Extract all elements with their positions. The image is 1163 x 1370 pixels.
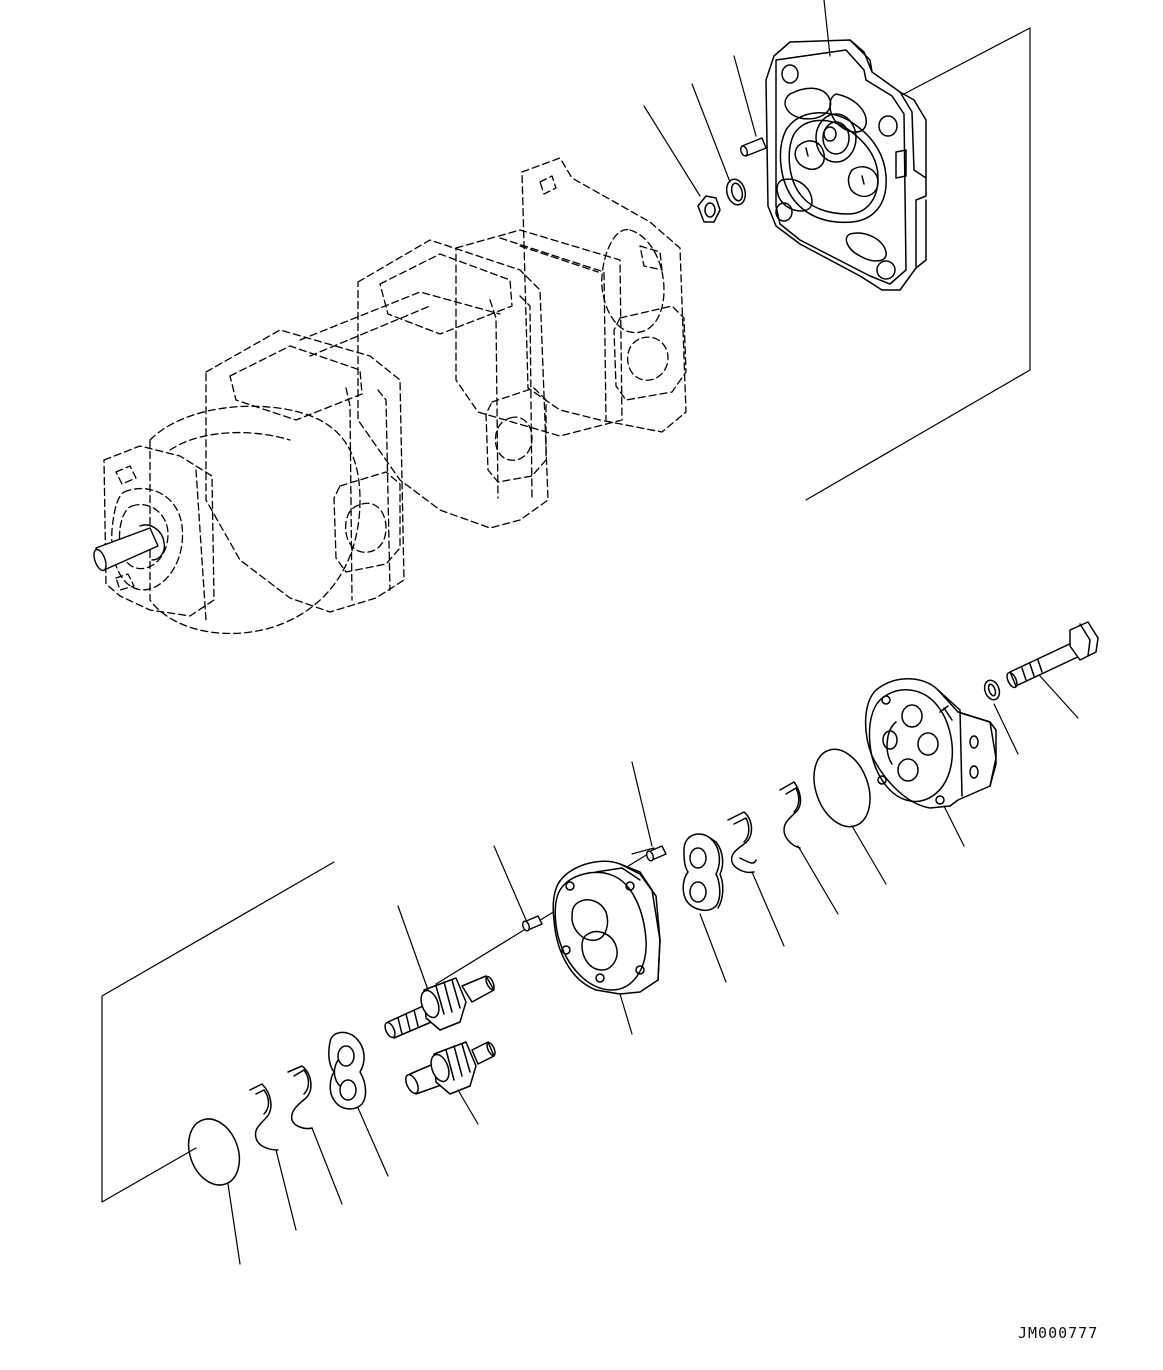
- seal-spring-right-2: [727, 811, 757, 874]
- gear-housing: [552, 860, 661, 995]
- o-ring-large-left: [187, 1118, 241, 1186]
- bolt: [1006, 621, 1099, 689]
- seal-spring-left-2: [249, 1083, 279, 1151]
- seal-spring-left-1: [287, 1065, 313, 1130]
- drive-gear-shaft: [384, 975, 495, 1039]
- rear-cover: [864, 678, 997, 809]
- dowel-pin-upper: [740, 137, 767, 157]
- drawing-code: JM000777: [1018, 1324, 1099, 1342]
- input-shaft: [93, 524, 166, 572]
- dowel-pin-lower-right: [646, 845, 667, 862]
- o-ring-upper: [725, 178, 747, 206]
- dowel-pin-lower-left: [522, 915, 543, 932]
- seal-spring-right-1: [779, 781, 802, 849]
- hex-nut-upper: [697, 195, 721, 223]
- leader-lines-lower: [227, 675, 1079, 1265]
- flange-plate: [765, 39, 927, 291]
- driven-gear-shaft: [405, 1041, 496, 1095]
- callout-frame-upper: [805, 27, 1031, 501]
- side-plate-left: [328, 1031, 367, 1110]
- washer: [983, 679, 1001, 701]
- o-ring-large-right: [813, 748, 871, 828]
- pump-assembly-phantom: [103, 157, 687, 635]
- leader-lines-upper: [643, 0, 831, 197]
- side-plate-right: [682, 833, 724, 912]
